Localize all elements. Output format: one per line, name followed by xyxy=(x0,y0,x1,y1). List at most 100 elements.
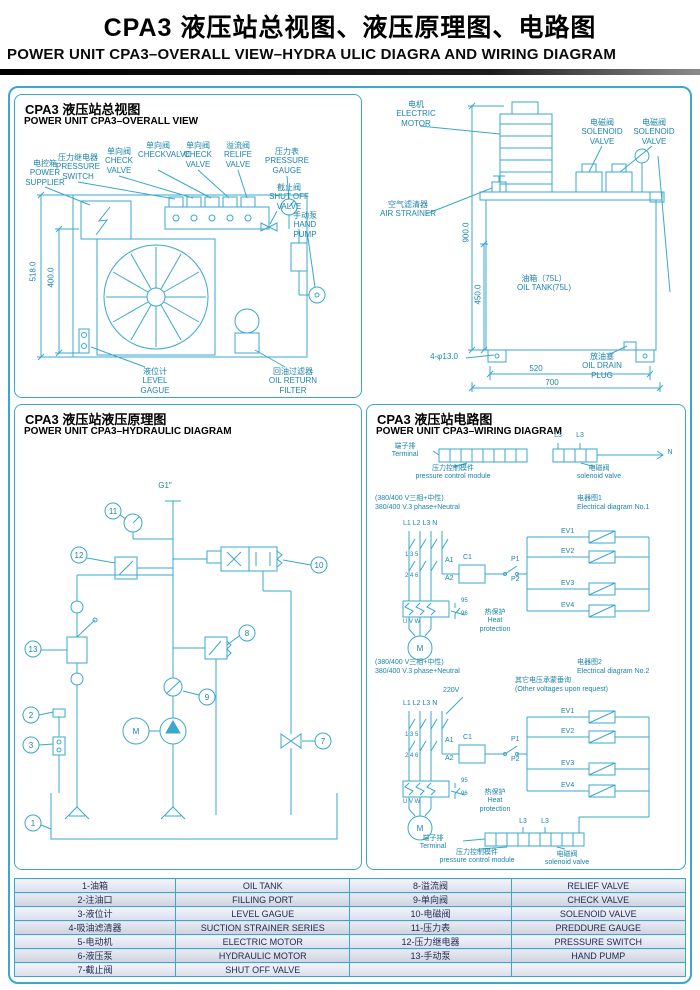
diag2-220v: 220V xyxy=(443,687,460,694)
part-cell: PRESSURE SWITCH xyxy=(510,934,687,949)
hand-pump-circuit xyxy=(64,574,173,820)
part-cell: CHECK VALVE xyxy=(510,892,687,907)
part-cell: SOLENOID VALVE xyxy=(510,906,687,921)
oil-drain-plug-symbol xyxy=(623,341,637,351)
part-cell: 9-单向阀 xyxy=(349,892,512,907)
diag2-heat: 热保护 Heat protection xyxy=(479,789,511,813)
balloon-9: 9 xyxy=(205,693,210,702)
diag2-p1: P1 xyxy=(511,736,520,743)
diag2-contacts-bottom: 2 4 6 xyxy=(405,753,419,759)
part-cell: HAND PUMP xyxy=(510,948,687,963)
diag2-c1: C1 xyxy=(463,734,472,741)
hand-pump-lever xyxy=(649,155,671,293)
diag1-ev4: EV4 xyxy=(561,602,575,609)
dim-700: 700 xyxy=(545,378,559,387)
pressure-switch-symbol xyxy=(114,556,173,580)
header-rule xyxy=(0,69,700,75)
solenoid-directional-valve xyxy=(173,546,292,734)
label-pcm-bottom: 压力控制模件 pressure control module xyxy=(439,849,515,865)
page-subtitle: POWER UNIT CPA3–OVERALL VIEW–HYDRA ULIC … xyxy=(7,46,617,63)
overall-panel-title-cn: CPA3 液压站总视图 xyxy=(25,102,141,117)
diag2-phases: L1 L2 L3 N xyxy=(403,700,438,707)
label-sv-top: 电磁阀 solenoid valve xyxy=(576,465,622,481)
diag1-ev2: EV2 xyxy=(561,548,575,555)
part-cell: 13-手动泵 xyxy=(349,948,512,963)
part-cell: 3-液位计 xyxy=(13,906,177,921)
balloon-13: 13 xyxy=(29,645,38,654)
label-oil-tank: 油箱（75L） OIL TANK(75L) xyxy=(516,274,572,293)
label-solenoid-valve-1: 电磁阀 SOLENOID VALVE xyxy=(581,118,623,146)
solenoid-valves-symbol xyxy=(575,148,650,193)
motor-symbol xyxy=(122,717,160,745)
dim-450: 450.0 xyxy=(473,284,483,305)
part-cell: SUCTION STRAINER SERIES xyxy=(175,920,351,935)
diag1-c1: C1 xyxy=(463,554,472,561)
label-relief-valve: 溢流阀 RELIFE VALVE xyxy=(223,141,252,169)
part-cell: PREDDURE GAUGE xyxy=(510,920,687,935)
label-power-supplier: 电控箱 POWER SUPPLIER xyxy=(25,159,65,187)
diag1-supply: (380/400 V三相+中性) 380/400 V.3 phase+Neutr… xyxy=(375,495,460,511)
diag2-p2: P2 xyxy=(511,756,520,763)
pressure-gauge-symbol xyxy=(123,513,173,540)
shutoff-valve-symbol xyxy=(280,733,302,815)
hydraulic-schematic: 11 12 10 9 8 13 7 2 3 1 M xyxy=(22,500,338,840)
overall-panel-title-en: POWER UNIT CPA3–OVERALL VIEW xyxy=(24,116,199,127)
motor2-letter: M xyxy=(417,824,424,833)
dim-holes: 4-φ13.0 xyxy=(430,352,458,361)
check-valve-symbol xyxy=(163,677,183,697)
shutoff-valve-symbol xyxy=(260,222,278,232)
wiring-schematic: M M xyxy=(402,443,664,850)
diag2-contacts-top: 1 3 5 xyxy=(405,732,419,738)
part-cell: ELECTRIC MOTOR xyxy=(175,934,351,949)
leader-lines xyxy=(419,125,653,359)
part-cell: 7-截止阀 xyxy=(13,962,177,977)
part-cell xyxy=(510,962,687,977)
part-cell: 11-压力表 xyxy=(349,920,512,935)
label-terminal-top: 端子排 Terminal xyxy=(391,443,419,459)
leader-lines xyxy=(44,169,316,368)
diag1-a1: A1 xyxy=(445,557,454,564)
diag1-uvw: U V W xyxy=(403,619,421,625)
level-gauge-symbol xyxy=(52,736,66,793)
air-strainer-symbol xyxy=(491,175,507,193)
diag1-heat: 热保护 Heat protection xyxy=(479,609,511,633)
electric-motor-symbol xyxy=(499,101,553,193)
diag1-ev1: EV1 xyxy=(561,528,575,535)
side-view-region: 电机 ELECTRIC MOTOR 电磁阀 SOLENOID VALVE 电磁阀… xyxy=(364,94,690,398)
label-oil-drain-plug: 放油塞 OIL DRAIN PLUG xyxy=(582,352,622,380)
overall-view-panel: CPA3 液压站总视图 POWER UNIT CPA3–OVERALL VIEW… xyxy=(14,94,362,398)
balloon-1: 1 xyxy=(31,819,36,828)
diag2-ev4: EV4 xyxy=(561,782,575,789)
cabinet-outline xyxy=(72,194,308,358)
label-l3-top-1: L3 xyxy=(554,432,562,439)
balloon-2: 2 xyxy=(29,711,34,720)
balloon-3: 3 xyxy=(29,741,34,750)
tank-top-plate xyxy=(479,191,663,201)
dimension-lines xyxy=(37,191,79,361)
label-check-valve-3: 单向阀 CHECK VALVE xyxy=(183,141,212,169)
diag1-phases: L1 L2 L3 N xyxy=(403,520,438,527)
outer-frame xyxy=(8,86,692,984)
diag1-contacts-bottom: 2 4 6 xyxy=(405,573,419,579)
balloon-8: 8 xyxy=(245,629,250,638)
part-cell: OIL TANK xyxy=(175,878,351,893)
diag2-95: 95 xyxy=(461,778,468,784)
label-oil-return-filter: 回油过滤器 OIL RETURN FILTER xyxy=(268,367,318,395)
label-l3-bottom-2: L3 xyxy=(541,818,549,825)
motor-letter: M xyxy=(133,727,140,736)
hand-pump-symbol xyxy=(290,229,326,304)
overall-view-drawing xyxy=(37,169,326,368)
diag2-a2: A2 xyxy=(445,755,454,762)
diag1-p1: P1 xyxy=(511,556,520,563)
diag2-ev1: EV1 xyxy=(561,708,575,715)
oil-return-filter-symbol xyxy=(234,308,260,354)
part-cell: SHUT OFF VALVE xyxy=(175,962,351,977)
label-hand-pump: 手动泵 HAND PUMP xyxy=(293,211,317,239)
